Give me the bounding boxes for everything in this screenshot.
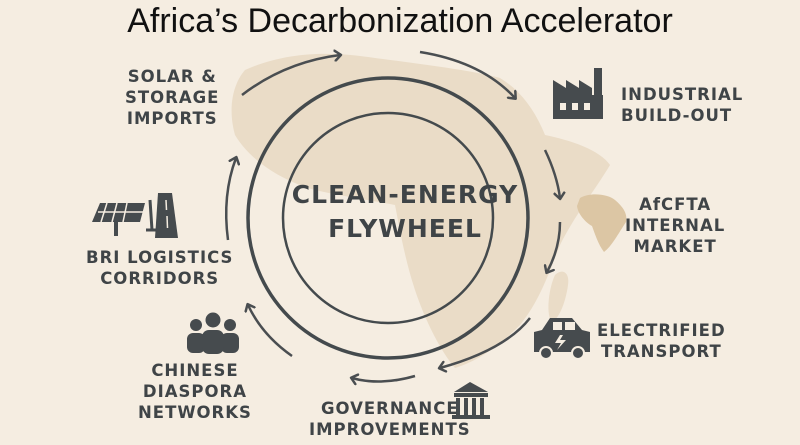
factory-icon xyxy=(553,68,603,119)
people-group-icon xyxy=(187,312,239,354)
institution-icon xyxy=(452,382,490,419)
node-line: INTERNAL xyxy=(625,216,726,235)
cycle-arrow-8 xyxy=(224,158,236,241)
node-line: BRI LOGISTICS xyxy=(86,248,234,267)
node-line: BUILD-OUT xyxy=(621,106,733,125)
africa-map-icon xyxy=(577,194,627,252)
cycle-arrow-3 xyxy=(543,149,560,198)
solar-panel-road-icon xyxy=(92,193,178,238)
madagascar-background xyxy=(548,271,569,322)
node-line: SOLAR & xyxy=(127,67,217,86)
outer-ring xyxy=(246,76,530,360)
node-line: STORAGE xyxy=(125,88,220,107)
node-line: ELECTRIFIED xyxy=(597,321,726,340)
cycle-arrow-7 xyxy=(248,305,293,358)
diagram-title: Africa’s Decarbonization Accelerator xyxy=(127,2,673,40)
center-line-2: FLYWHEEL xyxy=(328,214,482,243)
cycle-arrow-1 xyxy=(241,55,340,96)
node-line: AfCFTA xyxy=(639,195,712,214)
node-line: MARKET xyxy=(633,237,717,256)
center-line-1: CLEAN-ENERGY xyxy=(291,180,519,209)
node-line: NETWORKS xyxy=(138,403,252,422)
cycle-arrow-2 xyxy=(419,50,515,98)
node-line: DIASPORA xyxy=(142,382,248,401)
node-line: CORRIDORS xyxy=(100,269,220,288)
inner-ring xyxy=(281,111,495,325)
node-line: TRANSPORT xyxy=(600,342,722,361)
node-governance-improvements: GOVERNANCE IMPROVEMENTS xyxy=(309,398,471,440)
node-line: INDUSTRIAL xyxy=(621,85,744,104)
node-afcfta-internal-market: AfCFTA INTERNAL MARKET xyxy=(625,194,725,257)
cycle-arrow-5 xyxy=(440,317,531,368)
node-solar-storage-imports: SOLAR & STORAGE IMPORTS xyxy=(125,66,219,129)
cycle-arrow-4 xyxy=(547,221,562,272)
electric-car-icon xyxy=(534,318,590,360)
cycle-arrow-6 xyxy=(352,376,416,382)
node-bri-logistics-corridors: BRI LOGISTICS CORRIDORS xyxy=(86,247,233,289)
node-line: IMPROVEMENTS xyxy=(309,420,471,439)
flywheel-center-label: CLEAN-ENERGY FLYWHEEL xyxy=(275,178,535,246)
node-chinese-diaspora-networks: CHINESE DIASPORA NETWORKS xyxy=(138,360,252,423)
node-electrified-transport: ELECTRIFIED TRANSPORT xyxy=(597,320,726,362)
node-line: IMPORTS xyxy=(126,109,218,128)
node-industrial-build-out: INDUSTRIAL BUILD-OUT xyxy=(621,84,743,126)
node-line: GOVERNANCE xyxy=(320,399,459,418)
node-line: CHINESE xyxy=(151,361,239,380)
